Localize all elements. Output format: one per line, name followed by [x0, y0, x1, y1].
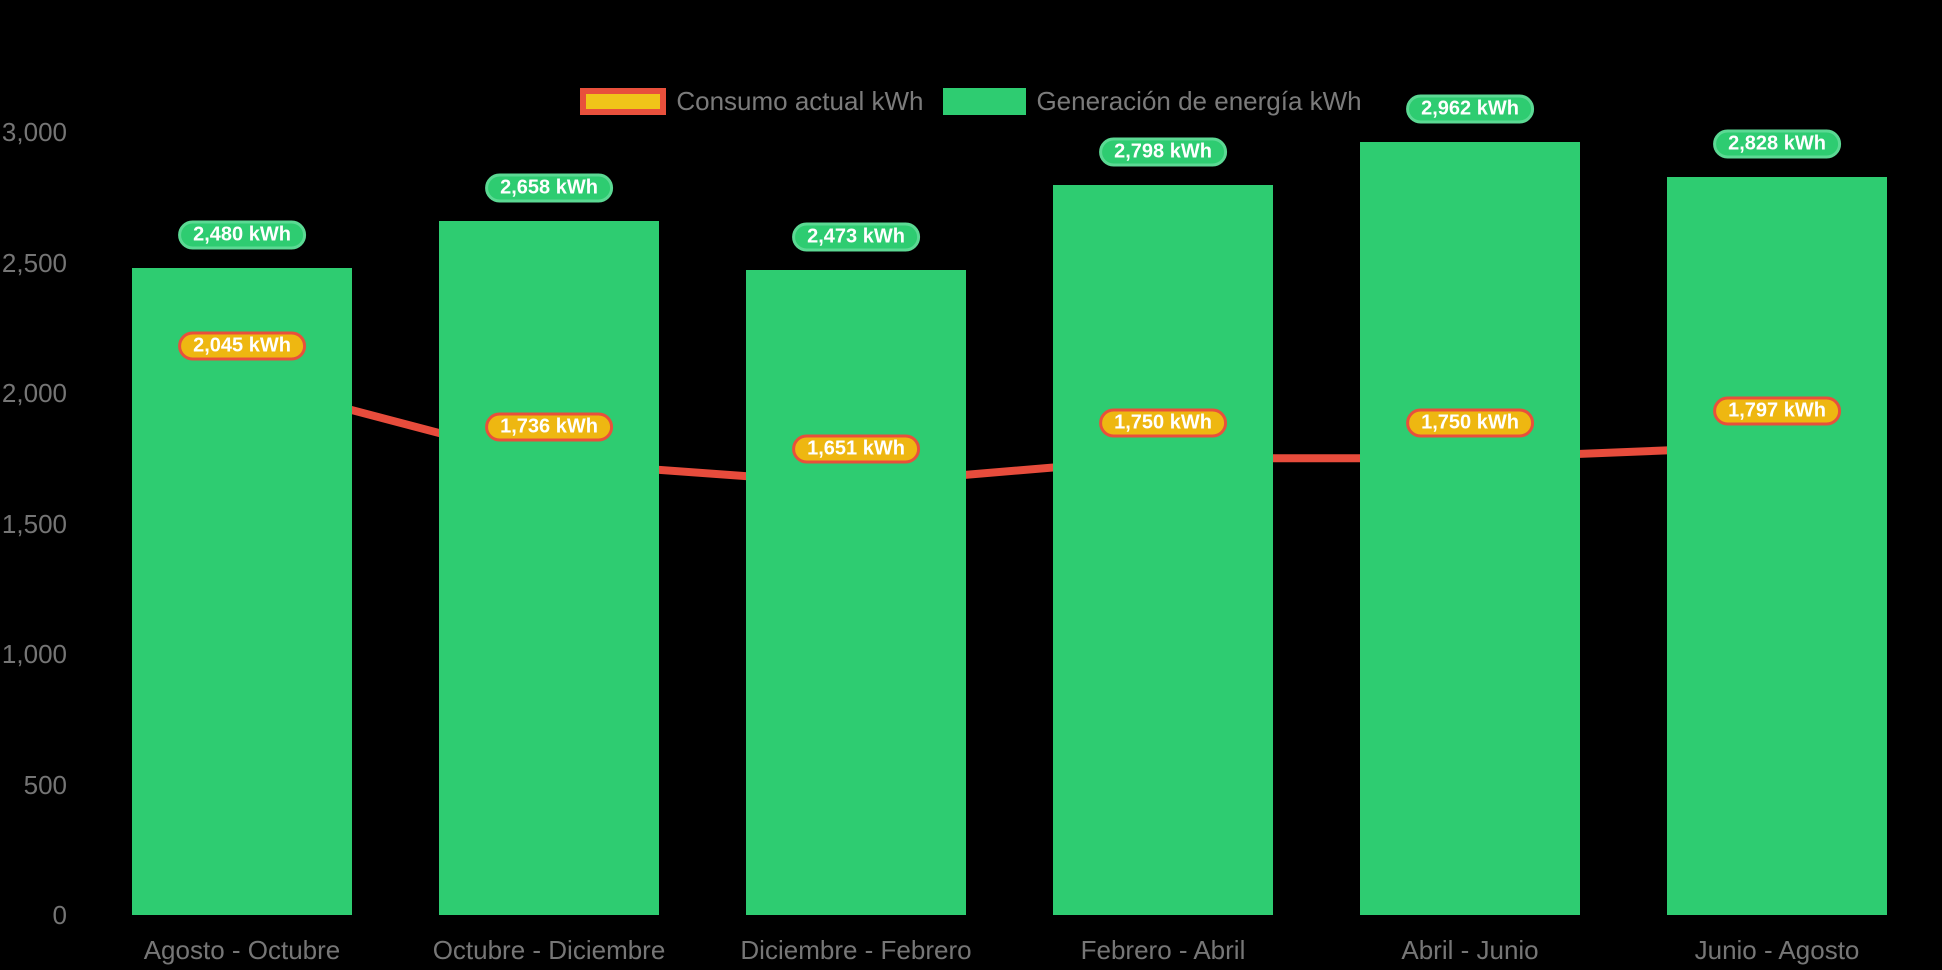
y-axis-tick-label: 1,000: [1, 639, 67, 669]
y-axis-tick-label: 2,000: [1, 378, 67, 408]
y-axis-tick-label: 3,000: [1, 117, 67, 147]
generation-bar[interactable]: [746, 269, 966, 915]
x-axis-label: Agosto - Octubre: [143, 935, 341, 965]
generation-value-label: 2,798 kWh: [1099, 137, 1227, 167]
generation-value-label: 2,473 kWh: [792, 222, 920, 252]
consumo-swatch-icon: [580, 88, 667, 115]
y-axis-tick-label: 500: [23, 769, 67, 800]
chart-legend: Consumo actual kWh Generación de energía…: [0, 88, 1942, 115]
generation-value-label: 2,962 kWh: [1406, 94, 1534, 124]
consumo-value-label: 1,736 kWh: [485, 412, 613, 442]
consumo-value-label: 1,750 kWh: [1406, 408, 1534, 438]
generation-bar[interactable]: [1360, 141, 1580, 915]
legend-label-consumo: Consumo actual kWh: [676, 86, 924, 116]
x-axis-label: Abril - Junio: [1401, 935, 1539, 965]
consumo-value-label: 1,651 kWh: [792, 434, 920, 464]
generation-bar[interactable]: [132, 267, 352, 915]
x-axis-label: Diciembre - Febrero: [740, 935, 972, 965]
legend-item-consumo[interactable]: Consumo actual kWh: [580, 88, 923, 115]
y-axis-tick-label: 1,500: [1, 508, 67, 539]
consumo-value-label: 2,045 kWh: [178, 331, 306, 361]
generation-value-label: 2,658 kWh: [485, 173, 613, 203]
y-axis-tick-label: 2,500: [1, 247, 67, 278]
legend-item-generacion[interactable]: Generación de energía kWh: [943, 86, 1362, 116]
generation-value-label: 2,480 kWh: [178, 220, 306, 250]
consumo-value-label: 1,797 kWh: [1713, 396, 1841, 426]
generacion-swatch-icon: [943, 88, 1027, 115]
legend-label-generacion: Generación de energía kWh: [1036, 86, 1362, 116]
consumo-value-label: 1,750 kWh: [1099, 408, 1227, 438]
x-axis-label: Febrero - Abril: [1080, 935, 1246, 965]
x-axis-label: Octubre - Diciembre: [432, 935, 666, 965]
y-axis-tick-label: 0: [52, 900, 67, 930]
generation-bar[interactable]: [1053, 184, 1273, 915]
generation-value-label: 2,828 kWh: [1713, 129, 1841, 159]
x-axis-label: Junio - Agosto: [1694, 935, 1860, 965]
generation-bar[interactable]: [439, 221, 659, 915]
generation-bar[interactable]: [1667, 176, 1887, 915]
